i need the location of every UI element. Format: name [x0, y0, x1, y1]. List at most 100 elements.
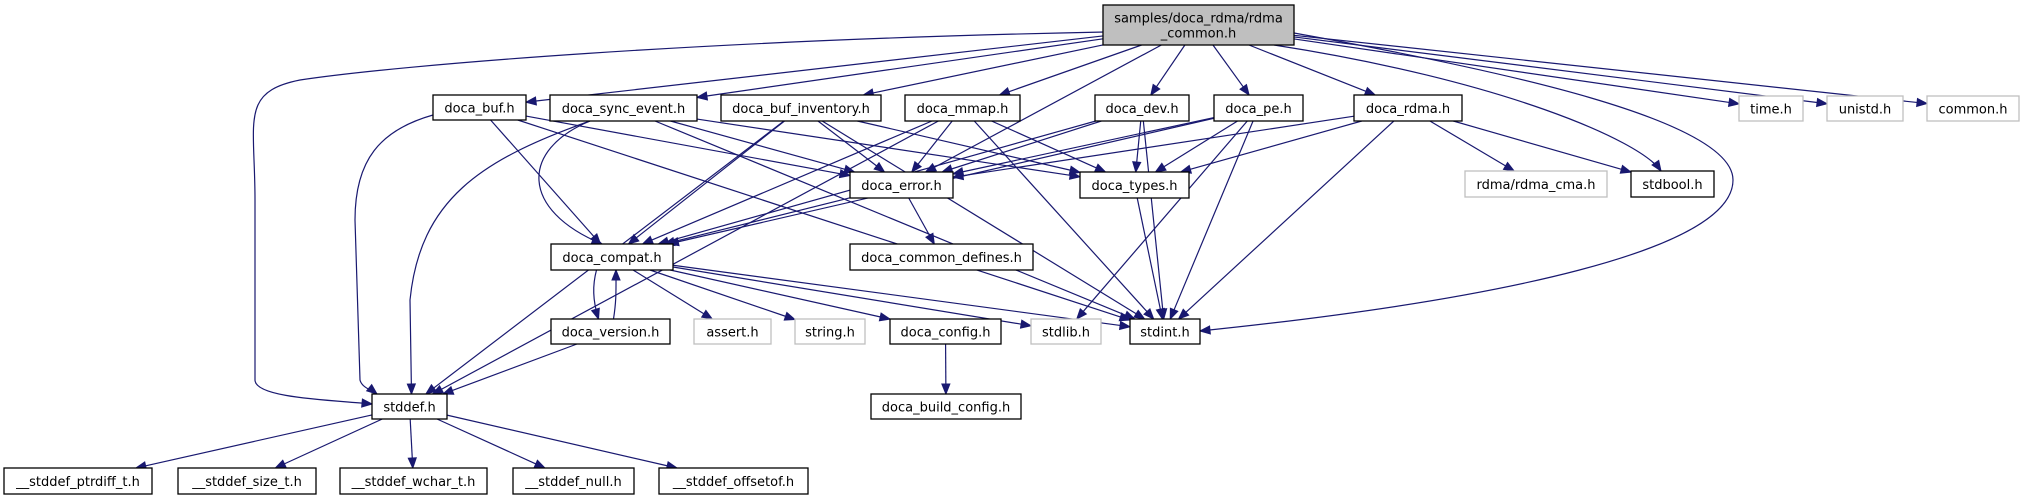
- node-label: doca_pe.h: [1225, 102, 1291, 117]
- node-stddef[interactable]: stddef.h: [371, 393, 448, 420]
- arrowhead-icon: [590, 307, 600, 321]
- node-label: stdbool.h: [1642, 178, 1702, 193]
- edge-line: [632, 269, 705, 315]
- edge-line: [650, 120, 933, 242]
- node-stdlib[interactable]: stdlib.h: [1030, 318, 1102, 345]
- arrowhead-icon: [441, 385, 455, 395]
- node-root[interactable]: samples/doca_rdma/rdma_common.h: [1102, 4, 1295, 46]
- arrowhead-icon: [1150, 83, 1161, 97]
- node-box: [177, 467, 317, 495]
- node-doca-common-defines[interactable]: doca_common_defines.h: [849, 243, 1034, 271]
- edge-stddef-to-stddef_ptrdiff: [134, 414, 373, 471]
- node-box: [870, 393, 1022, 420]
- node-doca-types[interactable]: doca_types.h: [1079, 171, 1190, 199]
- edge-root-to-doca_dev: [1150, 44, 1186, 97]
- arrowhead-icon: [925, 232, 935, 246]
- arrowhead-icon: [878, 312, 892, 322]
- arrowhead-icon: [407, 457, 417, 470]
- edge-line: [672, 264, 1122, 327]
- node-stddef-offsetof[interactable]: __stddef_offsetof.h: [658, 467, 809, 495]
- edge-line: [1273, 44, 1662, 172]
- edge-line: [1293, 38, 1731, 104]
- edge-doca_buf-to-stddef: [354, 114, 434, 395]
- node-doca-sync-event[interactable]: doca_sync_event.h: [549, 94, 698, 122]
- node-box: [720, 94, 882, 122]
- node-doca-error[interactable]: doca_error.h: [849, 171, 954, 199]
- edge-line: [705, 38, 1104, 97]
- node-time[interactable]: time.h: [1738, 95, 1804, 122]
- edge-doca_pe-to-stdlib: [1075, 120, 1248, 321]
- node-common[interactable]: common.h: [1926, 95, 2020, 122]
- node-label: doca_dev.h: [1105, 102, 1178, 117]
- node-stdint[interactable]: stdint.h: [1129, 318, 1201, 345]
- node-doca-mmap[interactable]: doca_mmap.h: [904, 94, 1021, 122]
- node-doca-pe[interactable]: doca_pe.h: [1213, 94, 1304, 122]
- edge-doca_version-to-stddef: [441, 343, 578, 395]
- edge-line: [1155, 44, 1186, 88]
- node-label: __stddef_size_t.h: [191, 475, 302, 490]
- node-rdma-cma[interactable]: rdma/rdma_cma.h: [1464, 170, 1608, 198]
- node-label: doca_error.h: [861, 179, 941, 194]
- node-label: __stddef_wchar_t.h: [351, 475, 476, 490]
- node-assert[interactable]: assert.h: [693, 318, 772, 345]
- node-doca-version[interactable]: doca_version.h: [550, 318, 671, 345]
- edge-root-to-stddef: [252, 31, 1106, 408]
- edge-line: [1184, 120, 1395, 314]
- arrowhead-icon: [1118, 320, 1132, 331]
- edge-doca_dev-to-stdint: [1142, 120, 1168, 321]
- arrowhead-icon: [1169, 307, 1179, 321]
- node-unistd[interactable]: unistd.h: [1826, 95, 1904, 122]
- node-doca-config[interactable]: doca_config.h: [889, 318, 1002, 345]
- node-doca-buf-inventory[interactable]: doca_buf_inventory.h: [720, 94, 882, 122]
- node-doca-compat[interactable]: doca_compat.h: [550, 243, 674, 271]
- edge-doca_buf_inventory-to-stdint: [821, 120, 1146, 320]
- node-box: [550, 318, 671, 345]
- edge-line: [446, 414, 669, 467]
- edge-root-to-doca_mmap: [998, 44, 1142, 96]
- node-box: [550, 243, 674, 271]
- edge-line: [1453, 120, 1623, 171]
- node-doca-dev[interactable]: doca_dev.h: [1094, 94, 1190, 122]
- edge-line: [283, 418, 383, 465]
- edge-doca_config-to-doca_build_config: [941, 343, 951, 396]
- edge-line: [649, 269, 787, 318]
- edge-line: [354, 114, 434, 395]
- node-label: doca_config.h: [901, 326, 991, 341]
- node-stddef-null[interactable]: __stddef_null.h: [512, 467, 635, 495]
- node-box: [512, 467, 635, 495]
- node-stddef-ptrdiff[interactable]: __stddef_ptrdiff_t.h: [3, 467, 153, 495]
- edge-line: [817, 120, 878, 168]
- arrowhead-icon: [1132, 161, 1142, 174]
- edge-line: [1212, 44, 1245, 89]
- node-doca-rdma[interactable]: doca_rdma.h: [1353, 94, 1463, 122]
- node-box: [371, 393, 448, 420]
- node-stddef-size[interactable]: __stddef_size_t.h: [177, 467, 317, 495]
- edge-stddef-to-stddef_size: [274, 418, 383, 469]
- edge-doca_dev-to-doca_types: [1132, 120, 1142, 174]
- node-box: [658, 467, 809, 495]
- node-box: [889, 318, 1002, 345]
- arrowhead-icon: [1143, 308, 1155, 320]
- edge-line: [490, 119, 595, 238]
- arrowhead-icon: [406, 383, 417, 396]
- edge-stddef-to-stddef_wchar: [407, 418, 417, 470]
- node-doca-buf[interactable]: doca_buf.h: [432, 94, 527, 121]
- edge-doca_mmap-to-doca_types: [991, 120, 1107, 173]
- edge-stddef-to-stddef_offsetof: [446, 414, 679, 471]
- edge-root-to-doca_sync_event: [695, 38, 1104, 101]
- node-box: [339, 467, 488, 495]
- edge-line: [1293, 36, 1819, 104]
- arrowhead-icon: [941, 383, 951, 396]
- node-string[interactable]: string.h: [794, 318, 866, 345]
- node-stddef-wchar[interactable]: __stddef_wchar_t.h: [339, 467, 488, 495]
- node-label: samples/doca_rdma/rdma: [1114, 12, 1283, 27]
- node-doca-build-config[interactable]: doca_build_config.h: [870, 393, 1022, 420]
- node-label: doca_buf_inventory.h: [732, 102, 870, 117]
- node-label: __stddef_null.h: [524, 475, 622, 490]
- arrowhead-icon: [1133, 309, 1146, 320]
- node-stdbool[interactable]: stdbool.h: [1630, 170, 1715, 198]
- arrowhead-icon: [524, 96, 537, 106]
- edge-line: [1173, 120, 1254, 311]
- arrowhead-icon: [627, 233, 640, 245]
- edge-doca_compat-to-string: [649, 269, 797, 321]
